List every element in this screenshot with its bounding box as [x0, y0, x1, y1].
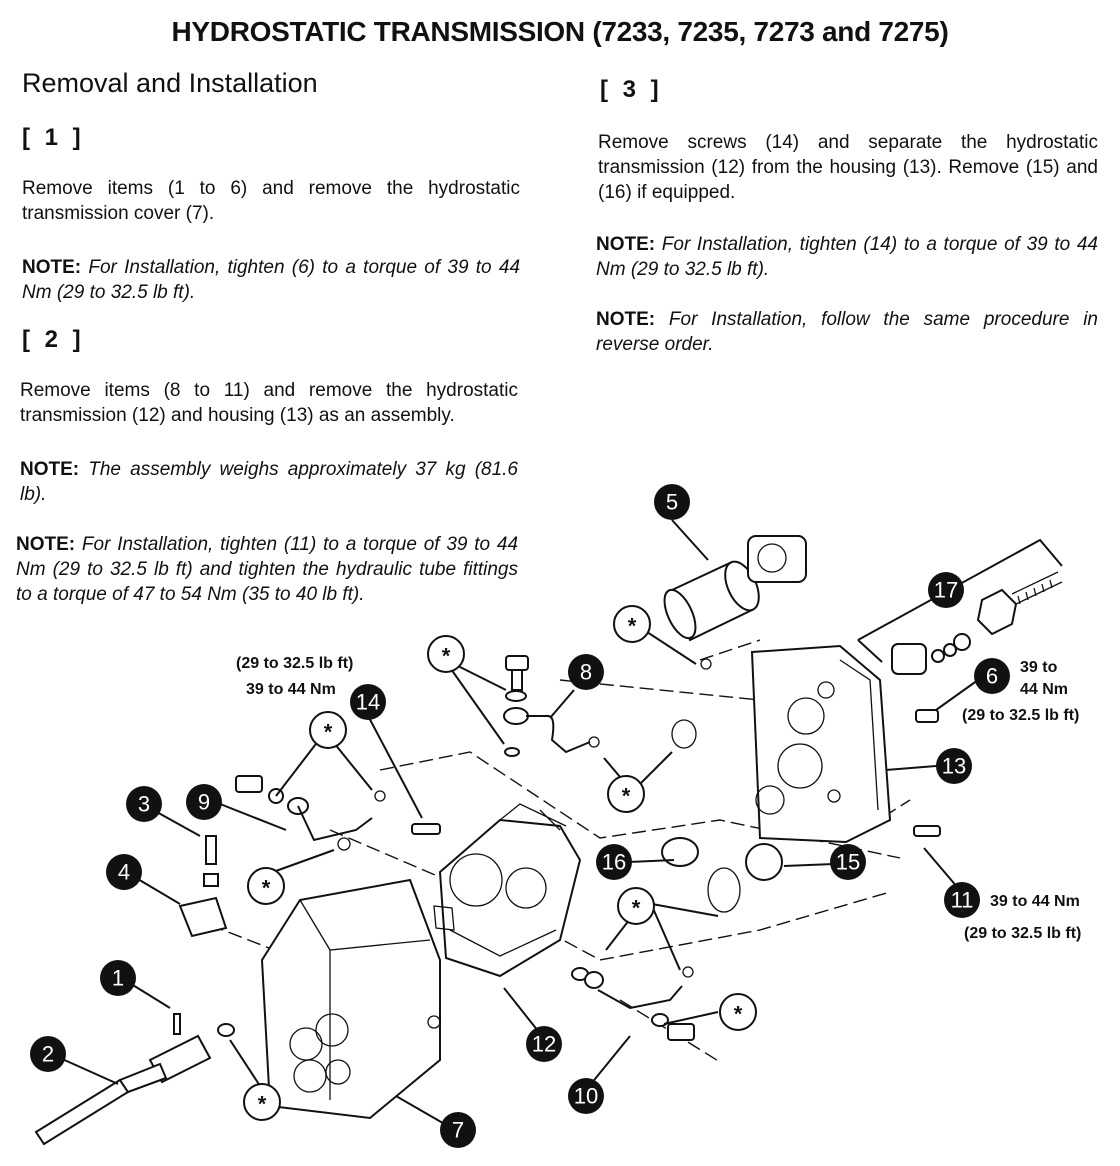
step-2-note-torque: NOTE: For Installation, tighten (11) to …: [16, 532, 518, 607]
numbered-callouts: 1 2 3 4 5 6 7 8 9 10 11 12 13 14 15 16 1…: [30, 484, 1010, 1148]
step-1-note: NOTE: For Installation, tighten (6) to a…: [22, 255, 520, 305]
callout-8: 8: [568, 654, 604, 690]
star-callout: *: [613, 605, 651, 643]
callout-15: 15: [830, 844, 866, 880]
note-label: NOTE:: [16, 534, 76, 555]
note-label: NOTE:: [20, 459, 80, 480]
torque-6-line1: 39 to: [1020, 659, 1058, 676]
callout-6: 6: [974, 658, 1010, 694]
torque-14-lbft: (29 to 32.5 lb ft): [236, 655, 353, 672]
svg-text:4: 4: [118, 860, 130, 885]
note-text: For Installation, tighten (11) to a torq…: [16, 534, 519, 605]
part-2-shaft: [34, 1034, 212, 1146]
torque-6-lbft: (29 to 32.5 lb ft): [962, 707, 1079, 724]
svg-text:3: 3: [138, 792, 150, 817]
torque-6-line2: 44 Nm: [1020, 681, 1068, 698]
torque-14-nm: 39 to 44 Nm: [246, 681, 336, 698]
note-label: NOTE:: [596, 234, 656, 255]
step-2-text: Remove items (8 to 11) and remove the hy…: [20, 380, 518, 426]
callout-16: 16: [596, 844, 632, 880]
fasteners-and-tubes: [178, 655, 941, 1041]
svg-text:14: 14: [356, 690, 380, 715]
star-callout: *: [427, 635, 465, 673]
callout-7: 7: [440, 1112, 476, 1148]
svg-text:*: *: [632, 896, 641, 921]
callout-11: 11: [944, 882, 980, 918]
svg-text:*: *: [628, 614, 637, 639]
note-label: NOTE:: [22, 257, 82, 278]
callout-10: 10: [568, 1078, 604, 1114]
star-callout: *: [309, 711, 347, 749]
svg-text:12: 12: [532, 1032, 556, 1057]
step-2-marker: [ 2 ]: [22, 326, 85, 353]
svg-text:6: 6: [986, 664, 998, 689]
callout-2: 2: [30, 1036, 66, 1072]
svg-text:10: 10: [574, 1084, 598, 1109]
note-label: NOTE:: [596, 309, 656, 330]
star-callout: *: [247, 867, 285, 905]
svg-text:5: 5: [666, 490, 678, 515]
torque-11-nm: 39 to 44 Nm: [990, 893, 1080, 910]
callout-4: 4: [106, 854, 142, 890]
part-1-pin: [173, 1013, 181, 1035]
note-text: For Installation, tighten (6) to a torqu…: [22, 257, 521, 303]
part-12-hydrostatic-transmission: [433, 803, 582, 978]
torque-labels: (29 to 32.5 lb ft) 39 to 44 Nm 39 to 44 …: [236, 655, 1081, 942]
step-1-text: Remove items (1 to 6) and remove the hyd…: [22, 178, 520, 224]
star-callout: *: [607, 775, 645, 813]
step-3-note-reverse: NOTE: For Installation, follow the same …: [596, 307, 1098, 357]
svg-text:*: *: [622, 784, 631, 809]
star-callout: *: [617, 887, 655, 925]
svg-text:*: *: [258, 1092, 267, 1117]
step-1-marker: [ 1 ]: [22, 124, 85, 151]
part-7-cover: [260, 878, 441, 1120]
svg-text:*: *: [734, 1002, 743, 1027]
svg-text:2: 2: [42, 1042, 54, 1067]
note-text: The assembly weighs approximately 37 kg …: [20, 459, 518, 505]
svg-text:17: 17: [934, 578, 958, 603]
svg-text:8: 8: [580, 660, 592, 685]
callout-9: 9: [186, 784, 222, 820]
step-3-text: Remove screws (14) and separate the hydr…: [598, 132, 1098, 203]
section-heading: Removal and Installation: [22, 68, 318, 98]
callout-3: 3: [126, 786, 162, 822]
step-3-marker: [ 3 ]: [600, 76, 663, 103]
part-17-relief-valve: [857, 538, 1063, 675]
torque-11-lbft: (29 to 32.5 lb ft): [964, 925, 1081, 942]
callout-14: 14: [350, 684, 386, 720]
svg-text:*: *: [262, 876, 271, 901]
svg-text:1: 1: [112, 966, 124, 991]
note-text: For Installation, follow the same proced…: [596, 309, 1098, 355]
svg-text:7: 7: [452, 1118, 464, 1143]
star-callout: *: [243, 1083, 281, 1121]
callout-17: 17: [928, 572, 964, 608]
step-2-note-weight: NOTE: The assembly weighs approximately …: [20, 457, 518, 507]
svg-text:*: *: [442, 644, 451, 669]
svg-text:9: 9: [198, 790, 210, 815]
svg-text:15: 15: [836, 850, 860, 875]
page-title: HYDROSTATIC TRANSMISSION (7233, 7235, 72…: [171, 16, 949, 47]
callout-13: 13: [936, 748, 972, 784]
svg-text:16: 16: [602, 850, 626, 875]
star-callout: *: [719, 993, 757, 1031]
star-callouts: * * * * * * * *: [243, 605, 757, 1121]
note-text: For Installation, tighten (14) to a torq…: [596, 234, 1098, 280]
callout-12: 12: [526, 1026, 562, 1062]
step-3-note-torque: NOTE: For Installation, tighten (14) to …: [596, 232, 1098, 282]
part-13-housing: [750, 644, 892, 844]
callout-5: 5: [654, 484, 690, 520]
callout-1: 1: [100, 960, 136, 996]
svg-text:*: *: [324, 720, 333, 745]
svg-text:11: 11: [951, 888, 974, 913]
part-5-filter: [663, 535, 807, 642]
svg-text:13: 13: [942, 754, 966, 779]
